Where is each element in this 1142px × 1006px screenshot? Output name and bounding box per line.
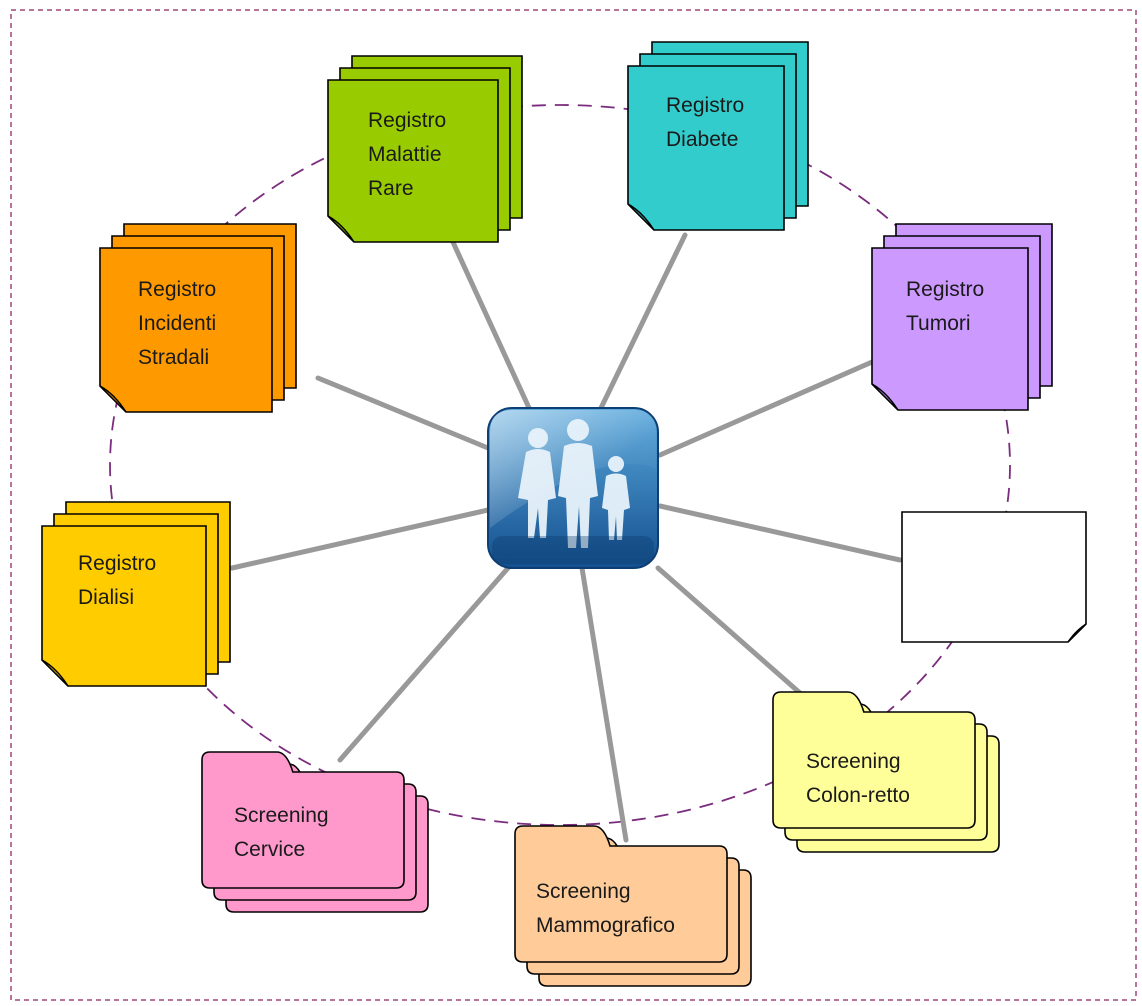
label-line: Diabete — [666, 128, 738, 151]
label-line: Screening — [806, 750, 901, 773]
connector-line — [657, 503, 903, 563]
document-sheet — [99, 247, 273, 413]
label-line: Stradali — [138, 346, 209, 369]
connectors — [229, 232, 903, 843]
document-sheet — [627, 65, 785, 231]
label-line: Registro — [368, 109, 446, 132]
document-sheet — [901, 511, 1087, 643]
folder-sheet — [772, 691, 976, 829]
label-line: Registro — [138, 278, 216, 301]
label-line: Screening — [234, 804, 329, 827]
label-line: Dialisi — [78, 586, 134, 609]
label-line: Rare — [368, 177, 414, 200]
document-sheet — [41, 525, 207, 687]
outer-frame — [10, 9, 1137, 1001]
label-line: Registro — [78, 552, 156, 575]
connector-line — [597, 232, 688, 413]
ring-dashed — [109, 104, 1011, 826]
document-sheet — [871, 247, 1029, 411]
label-line: Malattie — [368, 143, 442, 166]
label-line: Cervice — [234, 838, 305, 861]
document-fold — [627, 203, 655, 231]
connector-line — [229, 507, 491, 571]
connector-line — [449, 237, 533, 413]
family-icon[interactable] — [487, 407, 659, 569]
document-fold — [41, 659, 69, 687]
connector-line — [579, 565, 629, 843]
document-sheet — [327, 79, 499, 243]
label-line: Tumori — [906, 312, 971, 335]
label-line: Colon-retto — [806, 784, 910, 807]
connector-line — [655, 565, 803, 696]
connector-line — [657, 359, 875, 458]
document-fold — [99, 385, 127, 413]
label-line: Registro — [666, 94, 744, 117]
label-line: Incidenti — [138, 312, 216, 335]
folder-sheet — [514, 825, 728, 963]
folder-sheet — [201, 751, 405, 889]
connector-line — [315, 375, 491, 451]
label-line: Registro — [906, 278, 984, 301]
document-fold — [327, 215, 355, 243]
connector-line — [337, 565, 511, 763]
label-line: Mammografico — [536, 914, 675, 937]
label-line: Screening — [536, 880, 631, 903]
document-blank[interactable] — [901, 511, 1087, 643]
document-fold — [871, 383, 899, 411]
document-fold — [1067, 623, 1087, 643]
